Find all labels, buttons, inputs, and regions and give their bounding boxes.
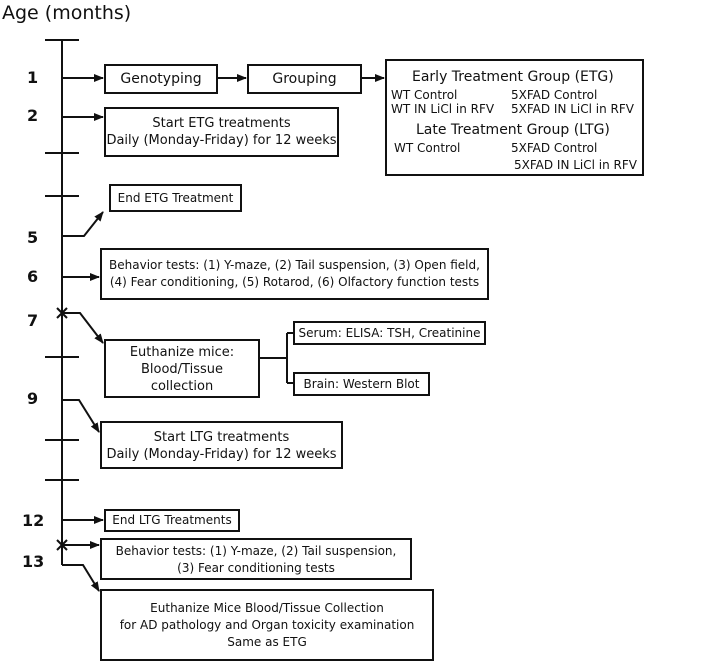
grouping-label: Grouping [272,71,337,87]
month-label: 13 [22,552,45,571]
behavior-1-line-1: Behavior tests: (1) Y-maze, (2) Tail sus… [109,258,480,272]
ltg-wt-control: WT Control [394,141,461,155]
brain-label: Brain: Western Blot [303,377,420,391]
behavior-2-line-1: Behavior tests: (1) Y-maze, (2) Tail sus… [115,544,397,558]
behavior-1-line-2: (4) Fear conditioning, (5) Rotarod, (6) … [109,275,480,289]
arrow-month-13 [62,564,100,592]
euthanize-1-box: Euthanize mice: Blood/Tissue collection [104,339,260,398]
euthanize-1-line-2: Blood/Tissue [140,362,223,377]
end-etg-label: End ETG Treatment [117,191,234,205]
month-label: 9 [27,389,39,408]
start-etg-line-1: Start ETG treatments [152,116,291,131]
start-ltg-line-1: Start LTG treatments [153,430,290,445]
end-ltg-box: End LTG Treatments [104,509,240,532]
euthanize-2-box: Euthanize Mice Blood/Tissue Collection f… [100,589,434,661]
behavior-2-line-2: (3) Fear conditioning tests [177,561,335,575]
ltg-5xfad-control: 5XFAD Control [511,141,598,155]
euthanize-2-line-3: Same as ETG [227,635,307,649]
etg-wt-licl: WT IN LiCl in RFV [391,102,495,116]
etg-wt-control: WT Control [391,88,458,102]
month-label: 5 [27,228,39,247]
euthanize-2-line-1: Euthanize Mice Blood/Tissue Collection [150,601,384,615]
month-label: 6 [27,267,39,286]
euthanize-1-line-1: Euthanize mice: [129,345,235,360]
grouping-box: Grouping [247,64,362,94]
genotyping-label: Genotyping [120,71,202,87]
axis-title: Age (months) [2,2,132,24]
end-etg-box: End ETG Treatment [109,184,242,212]
etg-5xfad-control: 5XFAD Control [511,88,598,102]
month-label: 7 [27,311,39,330]
behavior-tests-2-box: Behavior tests: (1) Y-maze, (2) Tail sus… [100,538,412,580]
ltg-title: Late Treatment Group (LTG) [416,122,610,138]
arrow-month-9 [62,399,100,433]
euthanize-2-line-2: for AD pathology and Organ toxicity exam… [119,618,415,632]
start-ltg-box: Start LTG treatments Daily (Monday-Frida… [100,421,343,469]
group-assignment-box: Early Treatment Group (ETG) WT Control 5… [385,59,644,176]
start-ltg-line-2: Daily (Monday-Friday) for 12 weeks [106,447,337,462]
end-ltg-label: End LTG Treatments [112,513,232,527]
etg-5xfad-licl: 5XFAD IN LiCl in RFV [511,102,634,116]
serum-label: Serum: ELISA: TSH, Creatinine [298,326,481,340]
euthanize-1-line-3: collection [150,379,214,394]
arrow-month-7 [62,312,104,344]
start-etg-box: Start ETG treatments Daily (Monday-Frida… [104,107,339,157]
genotyping-box: Genotyping [104,64,218,94]
serum-box: Serum: ELISA: TSH, Creatinine [293,321,486,345]
brain-box: Brain: Western Blot [293,372,430,396]
month-label: 12 [22,511,45,530]
month-label: 2 [27,106,39,125]
start-etg-line-2: Daily (Monday-Friday) for 12 weeks [106,133,337,148]
behavior-tests-1-box: Behavior tests: (1) Y-maze, (2) Tail sus… [100,248,489,300]
month-label: 1 [27,68,39,87]
arrow-month-5 [62,211,104,237]
etg-title: Early Treatment Group (ETG) [412,69,614,85]
ltg-5xfad-licl: 5XFAD IN LiCl in RFV [514,158,637,172]
